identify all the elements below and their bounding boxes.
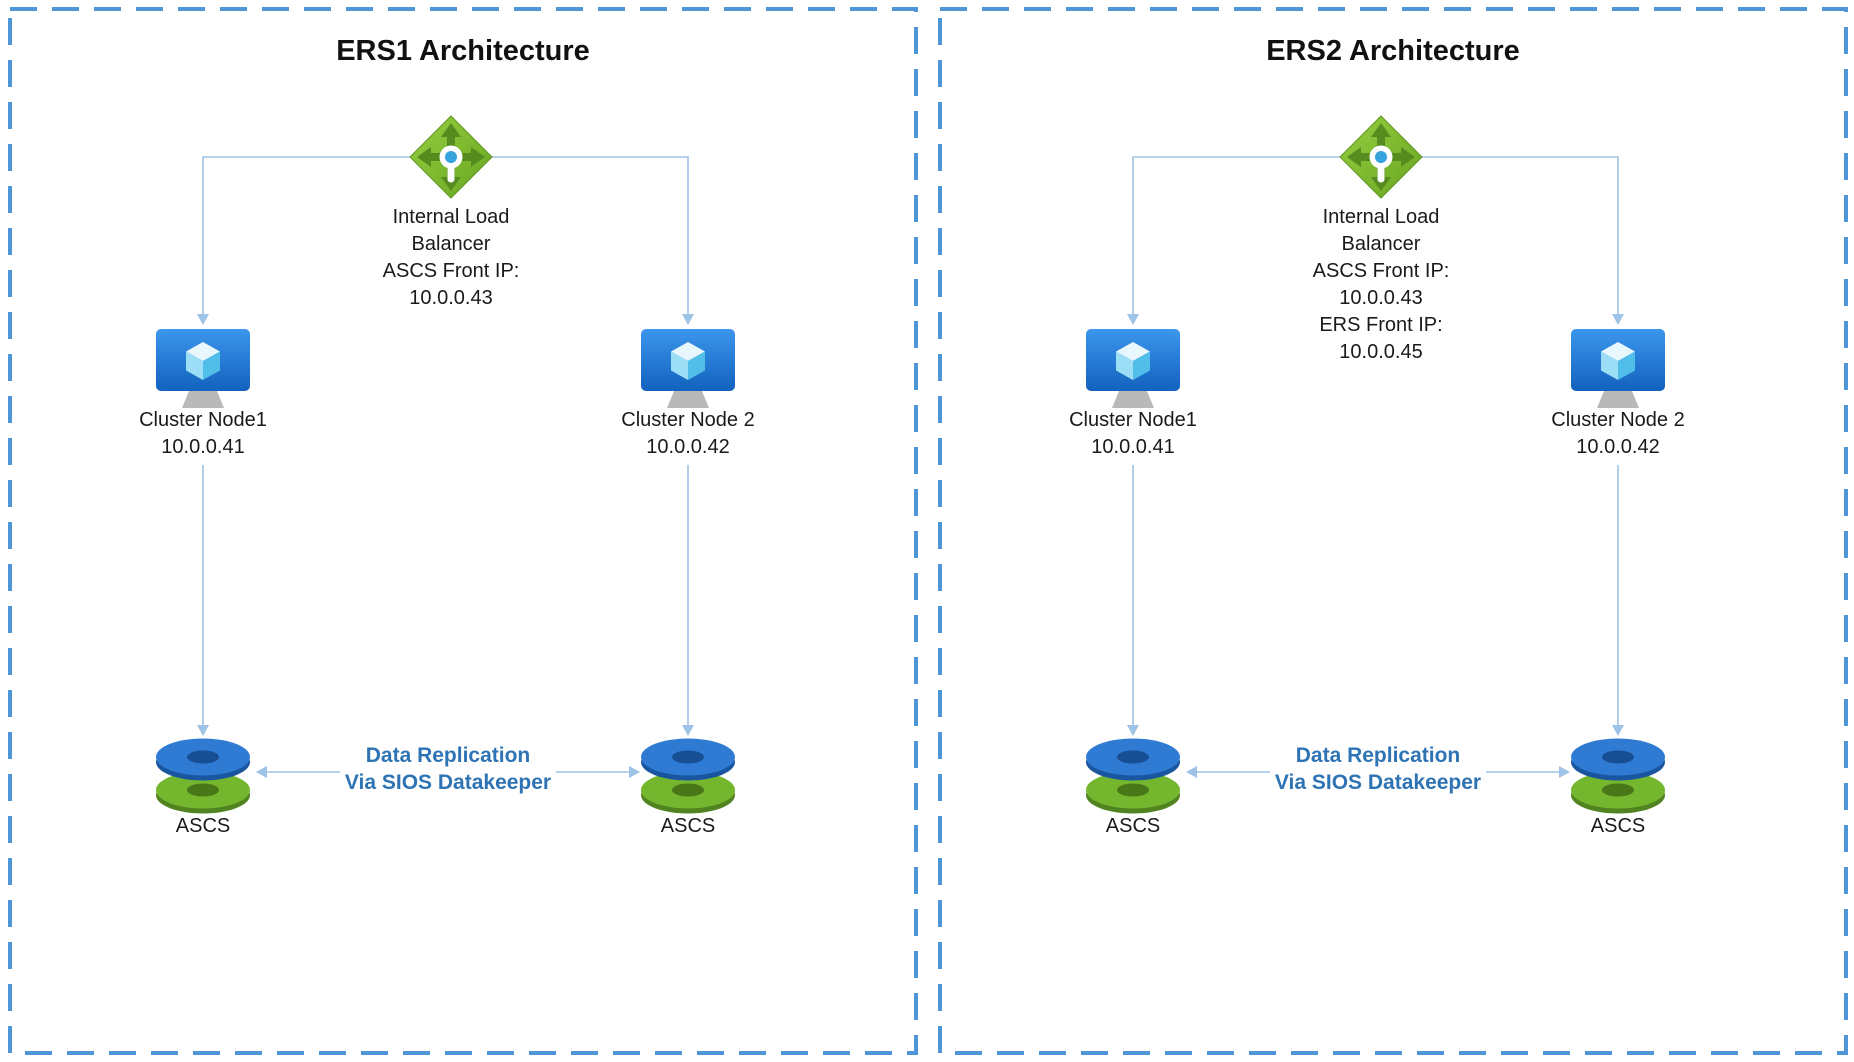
- node-name: Cluster Node 2: [1551, 409, 1685, 431]
- ers2-diagram-layer: [938, 7, 1848, 1055]
- ers1-diagram-layer: [8, 7, 918, 1055]
- arrow-down-icon: [1612, 725, 1624, 736]
- replication-line2: Via SIOS Datakeeper: [344, 771, 552, 794]
- panel-border: [938, 7, 1848, 1055]
- ers2-architecture-panel: ERS2 Architecture Internal Load Balancer…: [938, 7, 1848, 1055]
- ascs-disk-icon-left: [156, 738, 250, 814]
- panel-title: ERS1 Architecture: [336, 35, 590, 67]
- node-name: Cluster Node 2: [621, 409, 755, 431]
- node-ip: 10.0.0.42: [1576, 436, 1660, 458]
- load-balancer-icon: [1339, 115, 1423, 199]
- lb-label-line: Internal Load: [392, 206, 510, 228]
- replication-line1: Data Replication: [365, 744, 531, 767]
- arrow-down-icon: [1127, 725, 1139, 736]
- arrow-down-icon: [197, 725, 209, 736]
- arrow-right-icon: [629, 766, 640, 778]
- lb-label-line: Balancer: [1341, 233, 1421, 255]
- node-name: Cluster Node1: [1069, 409, 1197, 431]
- cluster-node1-label: Cluster Node1 10.0.0.41: [1013, 407, 1253, 461]
- ascs-label-right: ASCS: [1590, 815, 1646, 837]
- cluster-node1-vm-icon: [1086, 329, 1180, 408]
- ascs-disk-icon-right: [641, 738, 735, 814]
- arrow-down-icon: [682, 314, 694, 325]
- cluster-node2-label: Cluster Node 2 10.0.0.42: [568, 407, 808, 461]
- load-balancer-icon: [409, 115, 493, 199]
- lb-label-line: ASCS Front IP:: [382, 260, 520, 282]
- ascs-disk-icon-right: [1571, 738, 1665, 814]
- cluster-node2-vm-icon: [641, 329, 735, 408]
- connector-lb-to-node1: [1132, 156, 1340, 314]
- node-ip: 10.0.0.41: [1091, 436, 1175, 458]
- connector-lb-to-node2: [492, 156, 689, 314]
- arrow-down-icon: [1127, 314, 1139, 325]
- cluster-node2-label: Cluster Node 2 10.0.0.42: [1498, 407, 1738, 461]
- connector-lb-to-node2: [1422, 156, 1619, 314]
- lb-label-line: Balancer: [411, 233, 491, 255]
- cluster-node2-vm-icon: [1571, 329, 1665, 408]
- ascs-label-right: ASCS: [660, 815, 716, 837]
- panel-title: ERS2 Architecture: [1266, 35, 1520, 67]
- connector-lb-to-node1: [202, 156, 410, 314]
- arrow-left-icon: [1186, 766, 1197, 778]
- arrow-down-icon: [682, 725, 694, 736]
- node-ip: 10.0.0.42: [646, 436, 730, 458]
- replication-line2: Via SIOS Datakeeper: [1274, 771, 1482, 794]
- lb-label-line: 10.0.0.43: [1339, 287, 1423, 309]
- lb-label-line: Internal Load: [1322, 206, 1440, 228]
- load-balancer-label: Internal Load Balancer ASCS Front IP: 10…: [1313, 204, 1450, 366]
- lb-label-line: ASCS Front IP:: [1312, 260, 1450, 282]
- cluster-node1-label: Cluster Node1 10.0.0.41: [83, 407, 323, 461]
- ascs-label-left: ASCS: [1105, 815, 1161, 837]
- load-balancer-label: Internal Load Balancer ASCS Front IP: 10…: [383, 204, 520, 312]
- lb-label-line: ERS Front IP:: [1319, 314, 1443, 336]
- arrow-left-icon: [256, 766, 267, 778]
- ascs-label-left: ASCS: [175, 815, 231, 837]
- node-ip: 10.0.0.41: [161, 436, 245, 458]
- ascs-disk-icon-left: [1086, 738, 1180, 814]
- lb-label-line: 10.0.0.43: [409, 287, 493, 309]
- ers1-architecture-panel: ERS1 Architecture Internal Load Balancer…: [8, 7, 918, 1055]
- replication-label: Data Replication Via SIOS Datakeeper: [1275, 742, 1481, 796]
- cluster-node1-vm-icon: [156, 329, 250, 408]
- lb-label-line: 10.0.0.45: [1339, 341, 1423, 363]
- replication-label: Data Replication Via SIOS Datakeeper: [345, 742, 551, 796]
- arrow-down-icon: [197, 314, 209, 325]
- arrow-down-icon: [1612, 314, 1624, 325]
- arrow-right-icon: [1559, 766, 1570, 778]
- panel-border: [8, 7, 918, 1055]
- replication-line1: Data Replication: [1295, 744, 1461, 767]
- node-name: Cluster Node1: [139, 409, 267, 431]
